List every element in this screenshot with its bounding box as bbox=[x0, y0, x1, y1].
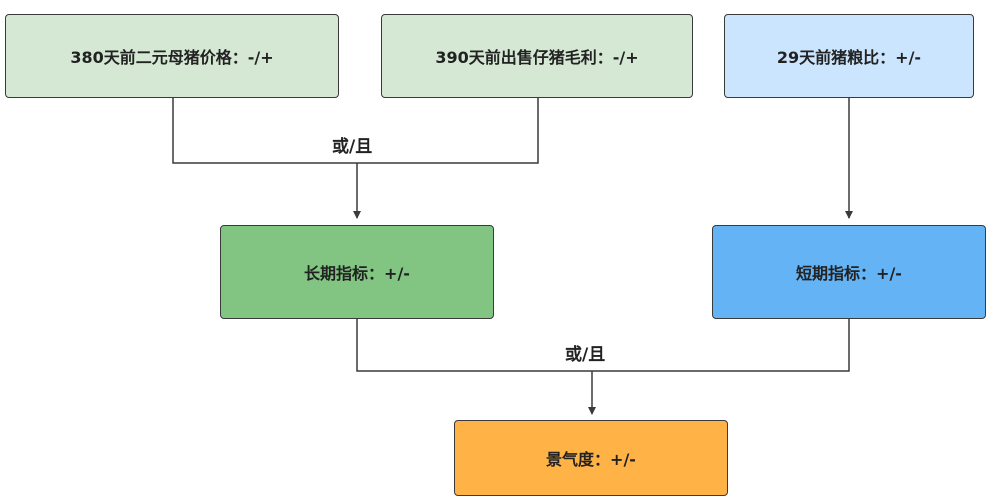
connector-short-term bbox=[592, 318, 850, 372]
node-prosperity-label: 景气度：+/- bbox=[546, 450, 636, 469]
node-hog-grain-ratio-label: 29天前猪粮比：+/- bbox=[776, 48, 922, 67]
lower-join-label: 或/且 bbox=[565, 345, 606, 365]
node-sow-price-label: 380天前二元母猪价格：-/+ bbox=[70, 48, 274, 67]
node-sow-price: 380天前二元母猪价格：-/+ bbox=[5, 14, 339, 98]
node-prosperity: 景气度：+/- bbox=[454, 420, 728, 496]
node-piglet-profit-label: 390天前出售仔猪毛利：-/+ bbox=[435, 48, 639, 67]
connector-piglet-profit bbox=[357, 98, 539, 164]
node-short-term: 短期指标：+/- bbox=[712, 225, 986, 319]
connector-long-term bbox=[356, 318, 592, 372]
connector-sow-price bbox=[172, 98, 357, 164]
node-long-term-label: 长期指标：+/- bbox=[304, 264, 410, 283]
node-hog-grain-ratio: 29天前猪粮比：+/- bbox=[724, 14, 974, 98]
node-short-term-label: 短期指标：+/- bbox=[796, 264, 902, 283]
node-piglet-profit: 390天前出售仔猪毛利：-/+ bbox=[381, 14, 693, 98]
node-long-term: 长期指标：+/- bbox=[220, 225, 494, 319]
upper-join-label: 或/且 bbox=[332, 137, 373, 157]
